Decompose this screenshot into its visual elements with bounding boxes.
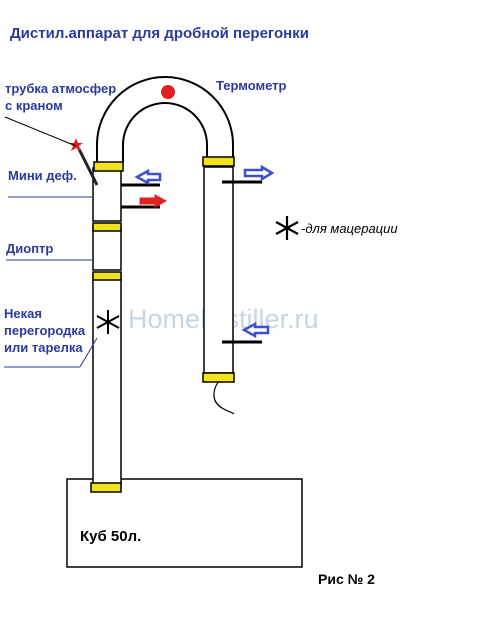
- coolant-outflow-arrow-icon: [139, 194, 168, 208]
- cube-label: Куб 50л.: [80, 528, 141, 545]
- baffle-label-line3: или тарелка: [4, 340, 83, 355]
- diagram-title: Дистил.аппарат для дробной перегонки: [10, 25, 309, 42]
- joint-dioptr-top: [92, 222, 122, 232]
- baffle-asterisk-icon: [96, 310, 120, 334]
- tube-pointer: [4, 116, 77, 147]
- dioptr-section: [92, 225, 122, 271]
- joints: [90, 156, 235, 493]
- column-tube: [92, 274, 122, 486]
- figure-label: Рис № 2: [318, 571, 375, 587]
- condenser-inflow-arrow-icon: [241, 321, 270, 339]
- mini-dephlegmator: [92, 167, 122, 222]
- u-bend-inner: [122, 102, 208, 163]
- joint-dioptr-bottom: [92, 271, 122, 281]
- dioptr-label: Диоптр: [6, 241, 53, 256]
- baffle-label-line2: перегородка: [4, 323, 86, 338]
- thermometer-sensor: [161, 85, 175, 99]
- outlet-tube: [213, 381, 235, 415]
- joint-condenser-bottom: [202, 372, 235, 383]
- joint-top-right: [202, 156, 235, 167]
- u-bend-outer: [96, 76, 234, 163]
- coolant-inflow-arrow-icon: [134, 168, 162, 186]
- condenser-tube: [203, 166, 234, 374]
- tube-label-line2: с краном: [5, 98, 63, 113]
- maceration-label: -для мацерации: [301, 221, 398, 236]
- thermometer-label: Термометр: [216, 78, 287, 93]
- joint-cube: [90, 482, 122, 493]
- atmospheric-tube: [77, 148, 99, 186]
- joint-top-left: [93, 161, 124, 172]
- valve-star-icon: [69, 138, 83, 151]
- tube-label-line1: трубка атмосфер: [5, 81, 116, 96]
- baffle-label-line1: Некая: [4, 306, 42, 321]
- mini-def-label: Мини деф.: [8, 168, 77, 183]
- still-cube: [66, 478, 303, 568]
- condenser-outflow-arrow-icon: [243, 164, 275, 182]
- maceration-asterisk-icon: [275, 216, 299, 240]
- baffle-pointer: [79, 337, 98, 368]
